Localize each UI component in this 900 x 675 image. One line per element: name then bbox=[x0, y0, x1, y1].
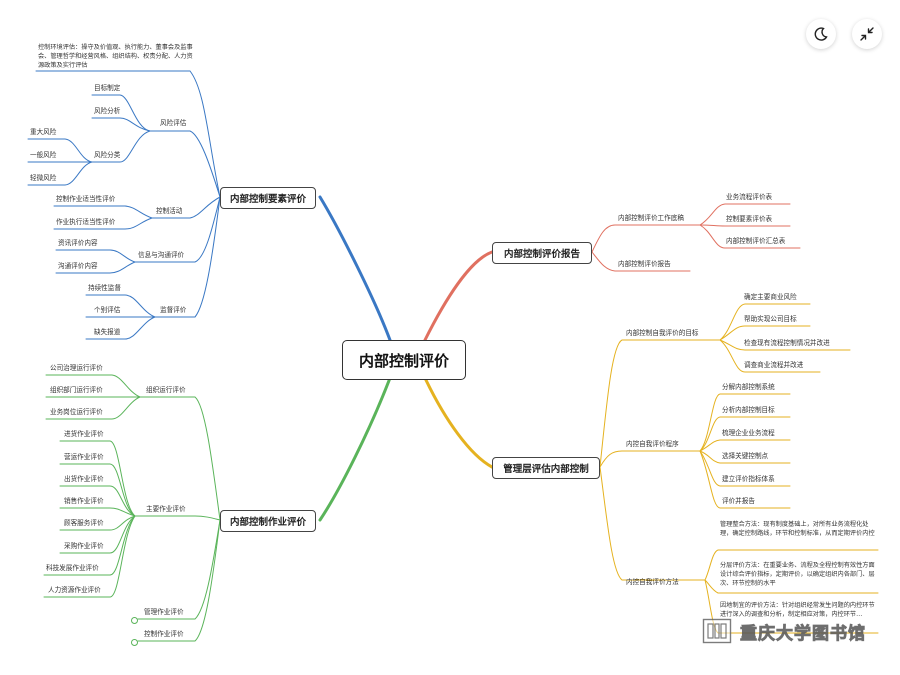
node-minor-risk[interactable]: 轻微风险 bbox=[30, 174, 57, 182]
topic-operations-eval[interactable]: 内部控制作业评价 bbox=[220, 510, 316, 532]
trunk-elements bbox=[318, 195, 392, 342]
moon-icon[interactable] bbox=[806, 19, 836, 49]
expand-toggle-icon[interactable] bbox=[131, 617, 138, 624]
node-self-eval-goals[interactable]: 内部控制自我评价的目标 bbox=[626, 329, 699, 337]
node-org-eval[interactable]: 组织运行评价 bbox=[146, 386, 186, 394]
node-separate-eval[interactable]: 个别评估 bbox=[94, 306, 121, 314]
node-procedure-item[interactable]: 分解内部控制系统 bbox=[722, 383, 775, 391]
node-main-op-item[interactable]: 人力资源作业评价 bbox=[48, 586, 101, 594]
node-procedure-item[interactable]: 评价并报告 bbox=[722, 497, 755, 505]
node-method-layered[interactable]: 分层评价方法：在重要业务、流程及全程控制有效性方面设计综合评价指标，定期评价，以… bbox=[720, 562, 875, 587]
node-info-content[interactable]: 资讯评价内容 bbox=[58, 239, 98, 247]
node-monitor-eval[interactable]: 监督评价 bbox=[160, 306, 187, 314]
node-control-activity[interactable]: 控制活动 bbox=[156, 207, 183, 215]
center-topic[interactable]: 内部控制评价 bbox=[342, 340, 466, 380]
node-goal-item[interactable]: 检查现有流程控制情况并改进 bbox=[744, 339, 830, 347]
node-risk-classify[interactable]: 风险分类 bbox=[94, 151, 121, 159]
node-draft-item[interactable]: 控制要素评价表 bbox=[726, 215, 773, 223]
topic-report[interactable]: 内部控制评价报告 bbox=[492, 242, 592, 264]
node-main-ops-eval[interactable]: 主要作业评价 bbox=[146, 505, 186, 513]
node-main-op-item[interactable]: 采购作业评价 bbox=[64, 542, 104, 550]
node-continuous-monitor[interactable]: 持续性监督 bbox=[88, 284, 121, 292]
node-draft-item[interactable]: 业务流程评价表 bbox=[726, 193, 773, 201]
node-info-comm[interactable]: 信息与沟通评价 bbox=[138, 251, 185, 259]
trunk-report bbox=[423, 250, 494, 342]
trunk-operations bbox=[318, 376, 392, 522]
node-goal-setting[interactable]: 目标制定 bbox=[94, 84, 121, 92]
node-defect-report[interactable]: 缺失报道 bbox=[94, 328, 121, 336]
node-general-risk[interactable]: 一般风险 bbox=[30, 151, 57, 159]
node-governance-eval[interactable]: 公司治理运行评价 bbox=[50, 364, 103, 372]
node-mgmt-ops-eval[interactable]: 管理作业评价 bbox=[144, 608, 184, 616]
node-post-eval[interactable]: 业务岗位运行评价 bbox=[50, 408, 103, 416]
node-comm-content[interactable]: 沟通评价内容 bbox=[58, 262, 98, 270]
node-goal-item[interactable]: 帮助实现公司目标 bbox=[744, 315, 797, 323]
expand-toggle-icon[interactable] bbox=[131, 639, 138, 646]
node-main-op-item[interactable]: 营运作业评价 bbox=[64, 453, 104, 461]
node-method-integration[interactable]: 管理整合方法：现有制度基础上，对所有业务流程化处理，确定控制路线，环节和控制标准… bbox=[720, 521, 875, 537]
topic-elements-eval[interactable]: 内部控制要素评价 bbox=[220, 187, 316, 209]
trunk-mgmt bbox=[423, 376, 494, 469]
node-method-adaptive[interactable]: 因地制宜的评价方法：针对组织经常发生问题的内控环节进行深入的调查和分析，制定相应… bbox=[720, 602, 875, 618]
topic-mgmt-eval[interactable]: 管理层评估内部控制 bbox=[492, 457, 600, 479]
node-main-op-item[interactable]: 进货作业评价 bbox=[64, 430, 104, 438]
node-self-eval-procedure[interactable]: 内控自我评价程序 bbox=[626, 440, 679, 448]
node-env-assessment[interactable]: 控制环境评估：操守及价值观、执行能力、董事会及监事会、管理哲学和经营风格、组织结… bbox=[38, 44, 193, 69]
node-main-op-item[interactable]: 顾客服务评价 bbox=[64, 519, 104, 527]
node-procedure-item[interactable]: 建立评价指标体系 bbox=[722, 475, 775, 483]
node-main-op-item[interactable]: 科技发展作业评价 bbox=[46, 564, 99, 572]
library-logo-icon bbox=[702, 618, 732, 644]
node-main-op-item[interactable]: 出货作业评价 bbox=[64, 475, 104, 483]
node-risk-analysis[interactable]: 风险分析 bbox=[94, 107, 121, 115]
node-self-eval-methods[interactable]: 内控自我评价方法 bbox=[626, 578, 679, 586]
node-major-risk[interactable]: 重大风险 bbox=[30, 128, 57, 136]
node-goal-item[interactable]: 确定主要商业风险 bbox=[744, 293, 797, 301]
node-work-draft[interactable]: 内部控制评价工作底稿 bbox=[618, 214, 684, 222]
watermark-text: 重庆大学图书馆 bbox=[740, 623, 866, 644]
node-ctrl-ops-eval[interactable]: 控制作业评价 bbox=[144, 630, 184, 638]
node-procedure-item[interactable]: 选择关键控制点 bbox=[722, 452, 769, 460]
node-main-op-item[interactable]: 销售作业评价 bbox=[64, 497, 104, 505]
node-design-eval[interactable]: 控制作业适当性评价 bbox=[56, 195, 116, 203]
node-eval-report[interactable]: 内部控制评价报告 bbox=[618, 260, 671, 268]
node-draft-item[interactable]: 内部控制评价汇总表 bbox=[726, 237, 786, 245]
node-exec-eval[interactable]: 作业执行适当性评价 bbox=[56, 218, 116, 226]
library-watermark: 重庆大学图书馆 bbox=[702, 618, 866, 644]
node-dept-eval[interactable]: 组织部门运行评价 bbox=[50, 386, 103, 394]
node-risk-eval[interactable]: 风险评估 bbox=[160, 119, 187, 127]
node-procedure-item[interactable]: 梳理企业业务流程 bbox=[722, 429, 775, 437]
node-goal-item[interactable]: 调查商业流程并改进 bbox=[744, 361, 804, 369]
node-procedure-item[interactable]: 分析内部控制目标 bbox=[722, 406, 775, 414]
collapse-arrows-icon[interactable] bbox=[852, 19, 882, 49]
